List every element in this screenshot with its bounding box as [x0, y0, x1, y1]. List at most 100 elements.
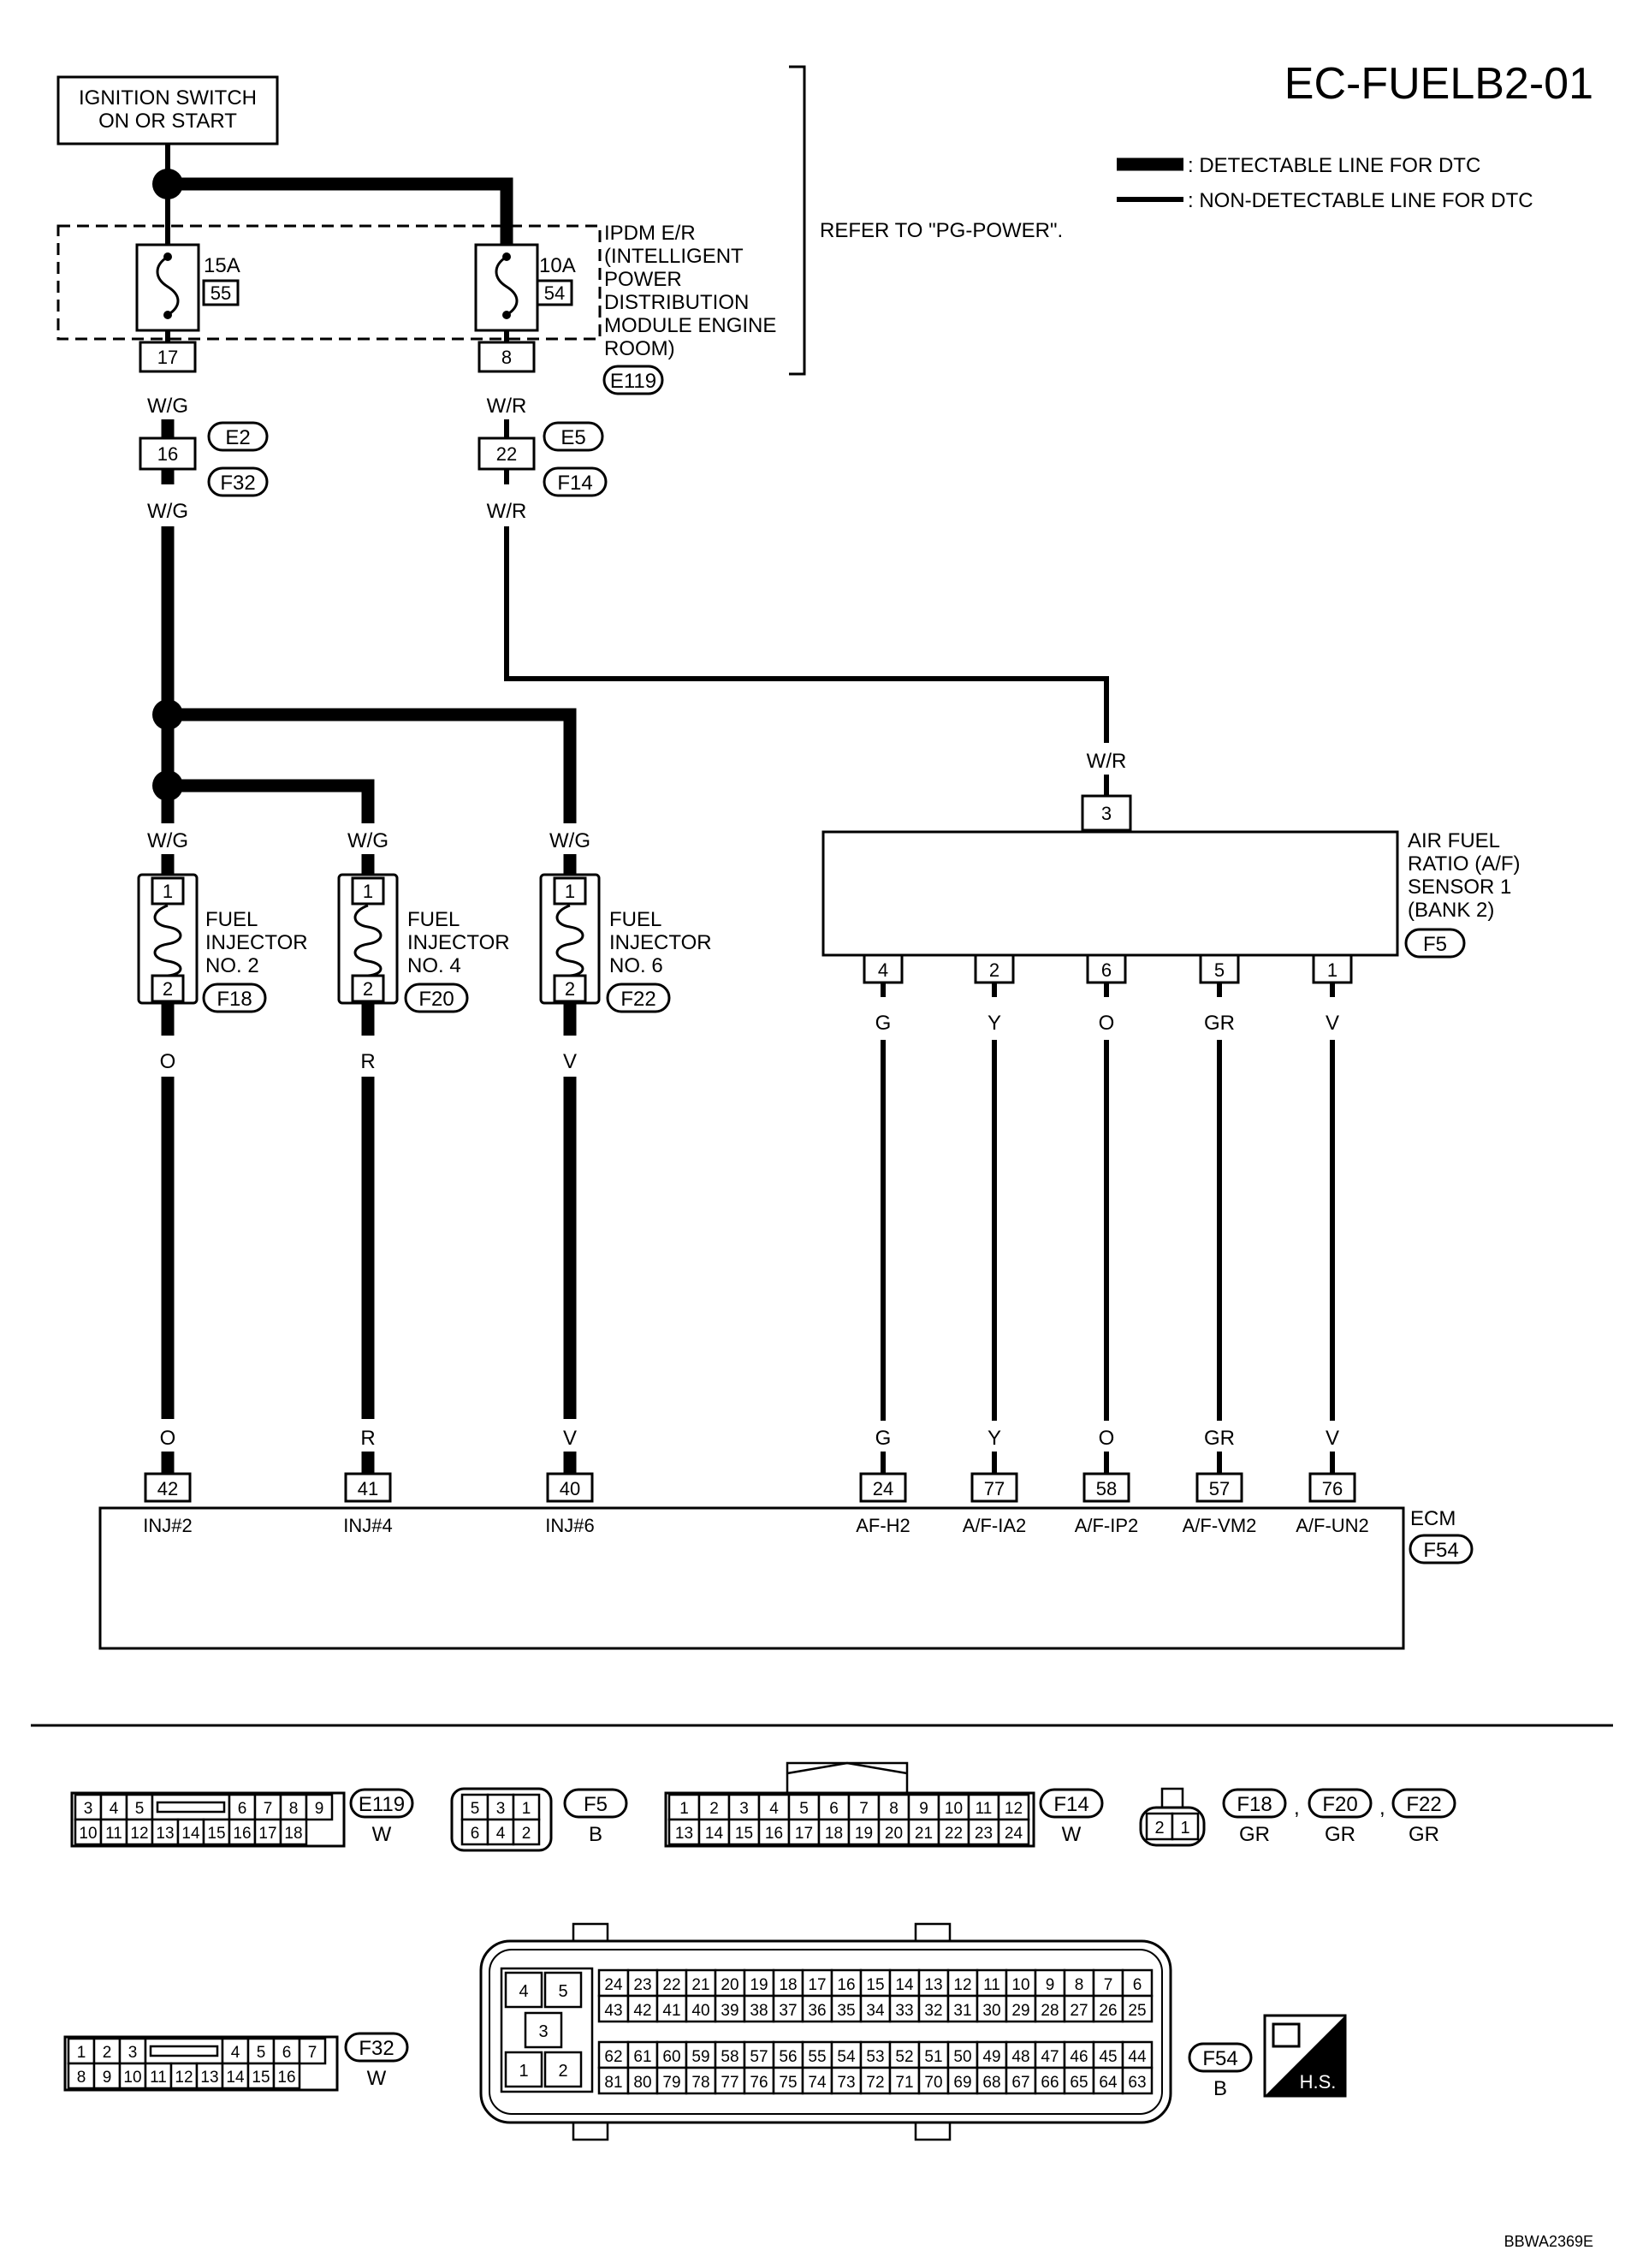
- connector-cell-label: 9: [315, 1800, 324, 1818]
- connector-cell: [917, 1994, 950, 2023]
- connector-cell-label: 8: [289, 1800, 299, 1818]
- ecm-pin-box: [859, 1472, 907, 1503]
- connector-cell: [298, 2037, 327, 2065]
- connector-cell-label: 11: [105, 1825, 122, 1843]
- wire-color-wg-upper: W/G: [147, 395, 188, 418]
- connector-cell-label: 18: [825, 1825, 843, 1843]
- connector-tag-oval: [349, 1788, 414, 1819]
- connector-cell-label: 33: [895, 2002, 913, 2020]
- text-line: ROOM): [604, 337, 675, 360]
- ecm: ECM F54: [98, 1506, 1474, 1650]
- connector-cell-label: 10: [1011, 1976, 1029, 1994]
- connector-cell-label: 77: [721, 2074, 738, 2092]
- plug-cell: [1171, 1812, 1200, 1841]
- af-pin-label: 5: [1214, 959, 1225, 981]
- pin-out: 2: [565, 978, 575, 1000]
- connector-cell-label: 39: [721, 2002, 738, 2020]
- connector-cell-label: 13: [675, 1825, 693, 1843]
- ipdm-connector-label: E119: [610, 370, 656, 393]
- connector-cell-label: 1: [679, 1800, 689, 1818]
- connector-cell-label: 6: [1133, 1976, 1142, 1994]
- connector-cell-label: 75: [779, 2074, 797, 2092]
- connector-cell-label: 21: [915, 1825, 933, 1843]
- connector-tag-label: F5: [584, 1793, 608, 1816]
- connector-cell-label: 15: [207, 1825, 225, 1843]
- connector-cell-label: 7: [264, 1800, 273, 1818]
- connector-cell-label: 3: [84, 1800, 93, 1818]
- connector-cell-label: 40: [691, 2002, 709, 2020]
- af-pin-label: 6: [1101, 959, 1112, 981]
- pin-label: 8: [501, 347, 512, 368]
- wg-to-injector-4-wire: [168, 779, 375, 823]
- connector-cell-label: 6: [471, 1825, 480, 1843]
- connector-cell-label: 15: [252, 2069, 270, 2087]
- ecm-label: ECM: [1410, 1507, 1456, 1530]
- connector-cell: [655, 2066, 688, 2095]
- connector-cell-label: 74: [808, 2074, 827, 2092]
- connector-cell-label: 8: [1075, 1976, 1084, 1994]
- connector-cell: [74, 1818, 103, 1846]
- tag-separator: ,: [1379, 1796, 1385, 1820]
- connector-cell: [626, 2066, 659, 2095]
- connector-cell-label: 57: [750, 2048, 768, 2066]
- f54-power-cell-label: 1: [519, 2062, 528, 2081]
- ecm-body: [98, 1506, 1405, 1650]
- connector-cell: [272, 2062, 301, 2090]
- connector-cell: [125, 1793, 154, 1821]
- connector-cell-label: 13: [156, 1825, 174, 1843]
- fuse-54: 10A 54: [474, 243, 576, 332]
- pin-box: [477, 436, 536, 471]
- ecm-terminal-name: A/F-UN2: [1296, 1515, 1369, 1536]
- pin-label: 16: [157, 443, 178, 465]
- connector-cell-label: 23: [633, 1976, 651, 1994]
- connector-e2-oval: [207, 421, 269, 452]
- connector-cell-label: 35: [837, 2002, 855, 2020]
- fuse-55-rating: 15A: [204, 254, 240, 277]
- connector-tag-label: F18: [1237, 1793, 1272, 1816]
- connector-cell-label: 16: [837, 1976, 855, 1994]
- connector-cell-label: 41: [662, 2002, 680, 2020]
- connector-cell-label: 58: [721, 2048, 738, 2066]
- connector-cell: [1121, 2066, 1154, 2095]
- connector-cell-label: 36: [808, 2002, 826, 2020]
- connector-f14-label: F14: [557, 472, 592, 495]
- connector-cell-label: 6: [829, 1800, 839, 1818]
- connector-cell-label: 11: [976, 1800, 993, 1818]
- ecm-pin-label: 58: [1096, 1478, 1117, 1499]
- connector-cell-label: 9: [103, 2069, 112, 2087]
- connector-cell-label: 19: [750, 1976, 768, 1994]
- wire-color-wr-lower: W/R: [487, 500, 527, 523]
- connector-cell-label: 15: [735, 1825, 753, 1843]
- connector-cell-label: 32: [924, 2002, 942, 2020]
- connector-cell: [460, 1818, 489, 1846]
- ecm-pin-label: 40: [560, 1478, 580, 1499]
- text-line: DISTRIBUTION: [604, 291, 749, 314]
- connector-cell-label: 12: [130, 1825, 148, 1843]
- connector-cell: [859, 2066, 892, 2095]
- pin-in: 1: [363, 881, 373, 902]
- f54-power-cell-label: 4: [519, 1982, 528, 2001]
- connector-cell: [512, 1793, 541, 1821]
- ecm-pin-label: 24: [873, 1478, 893, 1499]
- connector-cell-label: 79: [662, 2074, 680, 2092]
- connector-cell-label: 22: [662, 1976, 680, 1994]
- ecm-wire-color: O: [1099, 1427, 1115, 1450]
- injector-4-wire-in: W/G: [347, 829, 388, 852]
- legend-non-detectable-label: : NON-DETECTABLE LINE FOR DTC: [1188, 189, 1533, 212]
- connector-cell-label: 17: [258, 1825, 276, 1843]
- text-line: FUEL: [407, 908, 460, 931]
- connector-cell-label: 4: [231, 2044, 240, 2062]
- pin-in-box: [151, 876, 185, 905]
- connector-cell-label: 26: [1099, 2002, 1117, 2020]
- connector-cell: [512, 1818, 541, 1846]
- fuse-54-bottom-terminal: [502, 311, 511, 319]
- connector-cell: [597, 1994, 630, 2023]
- connector-cell: [176, 1818, 205, 1846]
- connector-cell-label: 31: [953, 2002, 971, 2020]
- fuse-55-bottom-terminal: [163, 311, 172, 319]
